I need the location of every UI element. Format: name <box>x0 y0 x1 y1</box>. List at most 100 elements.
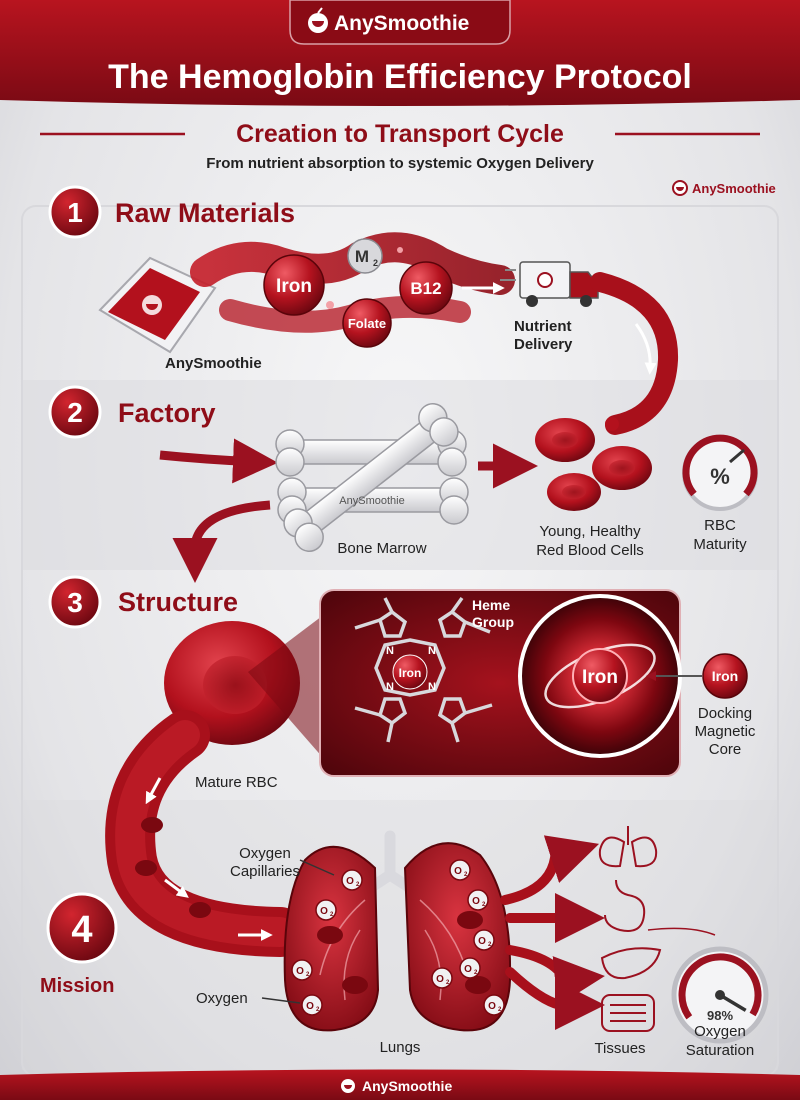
subtitle: Creation to Transport Cycle <box>236 120 564 148</box>
step-3-title: Structure <box>118 587 238 617</box>
saturation-label-2: Saturation <box>686 1042 754 1059</box>
svg-text:%: % <box>710 464 730 489</box>
svg-text:AnySmoothie: AnySmoothie <box>692 181 776 196</box>
capillaries-pointer <box>299 859 335 876</box>
svg-text:2: 2 <box>488 942 492 948</box>
svg-text:2: 2 <box>330 912 334 918</box>
bone-marrow-label: Bone Marrow <box>337 540 426 557</box>
svg-text:N: N <box>386 681 394 693</box>
zoom-wedge <box>248 604 338 775</box>
svg-text:2: 2 <box>356 882 360 888</box>
step-1-badge: 1 <box>48 185 102 239</box>
corner-brand: AnySmoothie <box>672 180 776 196</box>
rbc-maturity-gauge: % <box>682 434 758 511</box>
stomach-icon <box>604 879 646 932</box>
svg-text:N: N <box>428 645 436 657</box>
svg-text:N: N <box>428 681 436 693</box>
output-arrow <box>172 500 271 583</box>
svg-text:O: O <box>320 906 328 917</box>
saturation-label-1: Oxygen <box>694 1023 746 1040</box>
step-3-badge: 3 <box>48 575 102 629</box>
cup-label: AnySmoothie <box>165 355 262 372</box>
step-2-badge: 2 <box>48 385 102 439</box>
step-1-title: Raw Materials <box>115 198 295 228</box>
page-title: The Hemoglobin Efficiency Protocol <box>108 58 692 96</box>
lungs-label: Lungs <box>380 1039 421 1056</box>
svg-text:Folate: Folate <box>348 316 386 331</box>
svg-text:2: 2 <box>446 980 450 986</box>
svg-text:2: 2 <box>474 970 478 976</box>
step-2-title: Factory <box>118 398 216 428</box>
lungs-icon <box>598 826 658 868</box>
intestine-icon <box>601 994 655 1032</box>
svg-text:O: O <box>472 896 480 907</box>
liver-icon <box>600 947 662 980</box>
svg-text:M: M <box>355 247 369 266</box>
svg-text:O: O <box>478 936 486 947</box>
core-iron-label: Iron <box>582 667 618 688</box>
step-4-badge: 4 <box>46 892 118 964</box>
cells-label-2: Red Blood Cells <box>536 542 644 559</box>
oxygen-saturation-gauge: 98% <box>671 946 769 1044</box>
incoming-iron: Iron <box>702 653 748 699</box>
header-brand: AnySmoothie <box>334 12 469 35</box>
heme-iron: Iron <box>399 666 422 680</box>
input-arrow <box>159 438 278 484</box>
heme-label-1: Heme <box>472 597 510 613</box>
svg-text:2: 2 <box>67 397 83 428</box>
lungs-illustration <box>283 830 512 1032</box>
docking-label-2: Magnetic <box>695 723 756 740</box>
nutrient-folate: Folate <box>342 298 392 348</box>
svg-text:2: 2 <box>306 972 310 978</box>
tagline: From nutrient absorption to systemic Oxy… <box>206 155 594 172</box>
svg-text:Iron: Iron <box>276 276 312 297</box>
delivery-arrows <box>500 835 605 1030</box>
svg-text:O: O <box>436 974 444 985</box>
bone-brand: AnySmoothie <box>339 495 404 507</box>
svg-text:1: 1 <box>67 197 83 228</box>
svg-text:2: 2 <box>316 1007 320 1013</box>
svg-text:N: N <box>386 645 394 657</box>
capillaries-label-2: Capillaries <box>230 863 300 880</box>
porphyrin-ring <box>354 596 493 743</box>
svg-text:2: 2 <box>464 872 468 878</box>
svg-text:O: O <box>454 866 462 877</box>
svg-text:Iron: Iron <box>712 668 738 684</box>
vessel-cells <box>135 817 211 918</box>
mineral-m2: M 2 <box>347 238 383 274</box>
svg-text:3: 3 <box>67 587 83 618</box>
cells-label-1: Young, Healthy <box>539 523 641 540</box>
footer: AnySmoothie <box>0 1069 800 1100</box>
smoothie-cup-icon <box>98 256 217 354</box>
gauge-label-1: RBC <box>704 517 736 534</box>
svg-text:O: O <box>488 1001 496 1012</box>
header: AnySmoothie The Hemoglobin Efficiency Pr… <box>0 0 800 106</box>
delivery-label-1: Nutrient <box>514 318 572 335</box>
oxygen-label: Oxygen <box>196 990 248 1007</box>
tissues-label: Tissues <box>594 1040 645 1057</box>
svg-text:2: 2 <box>482 902 486 908</box>
bone-marrow-icon: AnySmoothie <box>275 402 469 552</box>
young-rbc-cluster <box>535 417 652 511</box>
delivery-flow <box>590 272 679 435</box>
docking-label-3: Core <box>709 741 742 758</box>
gauge-label-2: Maturity <box>693 536 747 553</box>
docking-label-1: Docking <box>698 705 752 722</box>
svg-text:B12: B12 <box>410 279 441 298</box>
oxygen-pointer <box>261 997 301 1004</box>
mature-rbc-label: Mature RBC <box>195 774 278 791</box>
svg-text:O: O <box>464 964 472 975</box>
svg-text:O: O <box>306 1001 314 1012</box>
svg-text:2: 2 <box>498 1007 502 1013</box>
nutrient-b12: B12 <box>399 261 453 315</box>
